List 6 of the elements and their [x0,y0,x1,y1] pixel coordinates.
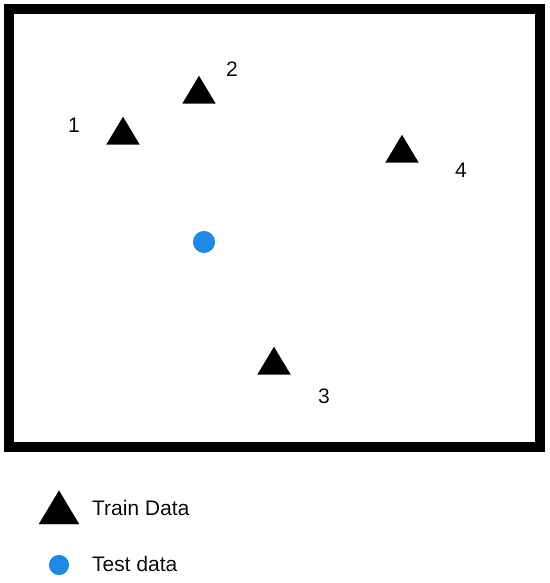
legend-label: Train Data [92,498,190,519]
legend-label: Test data [92,554,178,575]
point-number: 2 [226,59,238,80]
point-number: 3 [318,386,330,407]
point-number: 1 [68,115,80,136]
point-number: 4 [455,160,467,181]
